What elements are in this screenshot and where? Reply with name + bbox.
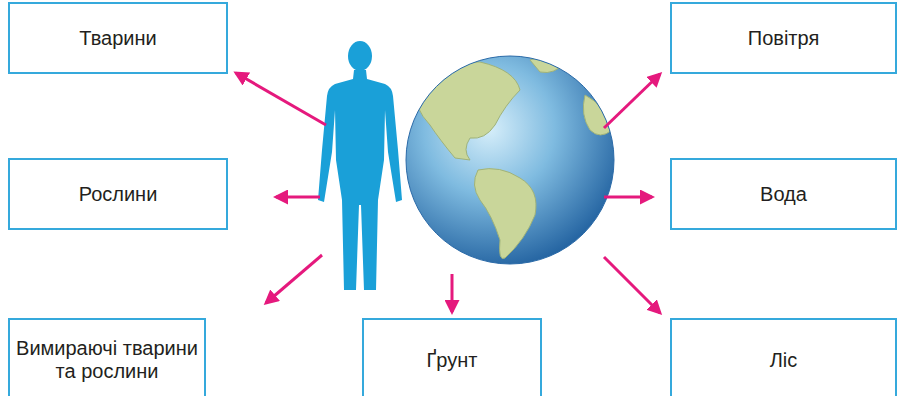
box-label: Тварини	[73, 27, 162, 50]
topic-box: Вимираючі тварини та рослини	[8, 318, 206, 396]
topic-box: Ґрунт	[362, 318, 542, 396]
arrows	[236, 73, 660, 313]
box-label: Вода	[754, 183, 813, 206]
topic-box: Рослини	[8, 158, 228, 230]
topic-box: Ліс	[670, 318, 897, 396]
box-label: Повітря	[742, 27, 825, 50]
globe	[406, 56, 614, 264]
topic-box: Вода	[670, 158, 897, 230]
human-silhouette	[318, 41, 402, 290]
box-label: Рослини	[73, 183, 164, 206]
topic-box: Тварини	[8, 2, 228, 74]
topic-box: Повітря	[670, 2, 897, 74]
box-label: Ґрунт	[421, 349, 484, 372]
box-label: Ліс	[764, 349, 804, 372]
box-label: Вимираючі тварини та рослини	[10, 337, 204, 383]
